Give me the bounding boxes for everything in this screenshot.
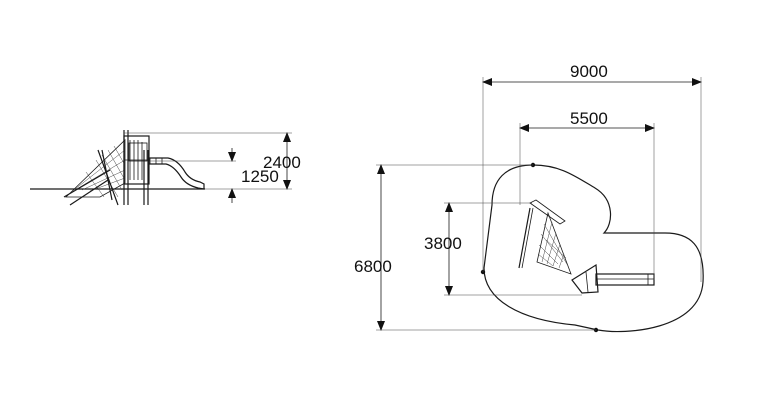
dimension-1250: 1250 (150, 148, 279, 203)
equipment-plan (518, 199, 655, 294)
dimension-label-6800: 6800 (354, 257, 392, 276)
dimension-label-1250: 1250 (241, 167, 279, 186)
side-elevation-view: 2400 1250 (30, 130, 301, 206)
dimension-label-3800: 3800 (424, 234, 462, 253)
dimension-5500: 5500 (519, 109, 655, 280)
dimension-label-2400: 2400 (263, 153, 301, 172)
dimension-3800: 3800 (424, 202, 582, 296)
climbing-net-side (63, 139, 126, 206)
tower-side (123, 130, 150, 205)
dimension-label-9000: 9000 (570, 62, 608, 81)
dimension-9000: 9000 (482, 62, 702, 282)
dimension-6800: 6800 (354, 164, 596, 331)
dimension-2400: 2400 (124, 132, 301, 190)
safety-zone-outline (483, 164, 704, 333)
slide-side (148, 157, 205, 190)
dimension-label-5500: 5500 (570, 109, 608, 128)
plan-view: 9000 5500 6800 3800 (354, 62, 704, 333)
